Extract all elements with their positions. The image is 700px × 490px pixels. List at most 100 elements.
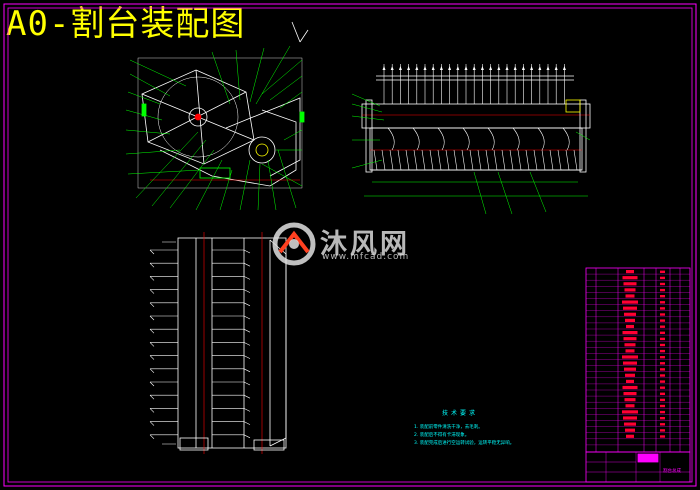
- cutter-finger: [413, 149, 418, 171]
- plan-view-tines-right: [212, 249, 251, 439]
- cutter-finger: [429, 149, 434, 171]
- parts-list-entry-mark: [622, 300, 638, 304]
- parts-list-entry-mark: [660, 386, 665, 389]
- plan-end-block: [253, 439, 285, 451]
- parts-list-entry-mark: [624, 367, 636, 371]
- reel-tine-head: [562, 66, 566, 70]
- reel-hub: [188, 107, 208, 127]
- auger-circle: [248, 136, 276, 164]
- feeder-housing: [225, 97, 301, 177]
- reel-tine-head: [497, 66, 501, 70]
- parts-list-entry-mark: [660, 429, 665, 432]
- parts-list-entry-mark: [660, 404, 665, 408]
- parts-list-entry-mark: [623, 306, 637, 310]
- reel-tine-head: [398, 66, 402, 70]
- parts-list-entry-mark: [660, 301, 665, 304]
- plan-view: [162, 232, 287, 454]
- plan-finger-hook: [243, 355, 251, 359]
- plan-finger-hook: [243, 262, 251, 267]
- cutter-finger: [549, 149, 554, 171]
- technical-requirements-title: 技术要求: [442, 410, 479, 417]
- dimension-marker: [299, 111, 305, 123]
- front-view: [361, 75, 591, 197]
- parts-list-entry-mark: [660, 362, 665, 365]
- plan-tine-hook: [149, 381, 155, 387]
- plan-tine-hook: [149, 394, 155, 400]
- cutter-finger: [557, 149, 562, 171]
- cutter-finger: [509, 149, 514, 171]
- parts-list-entry-mark: [660, 270, 665, 273]
- title-block-frame: [585, 451, 691, 483]
- plan-finger-hook: [243, 381, 251, 386]
- watermark: 沐风网 www.mfcad.com: [272, 222, 432, 266]
- auger-flight: [412, 127, 420, 151]
- cutter-finger: [541, 149, 546, 171]
- auger-flight: [487, 127, 495, 151]
- plan-tine-hook: [149, 276, 155, 281]
- parts-list: [585, 267, 691, 453]
- parts-list-entry-mark: [625, 373, 635, 377]
- auger-flight: [437, 127, 445, 151]
- parts-list-entry-mark: [626, 324, 634, 329]
- reel-tine-head: [439, 66, 443, 70]
- plan-tine-hook: [149, 328, 155, 334]
- parts-list-entry-mark: [623, 392, 637, 396]
- cutter-finger: [525, 149, 530, 171]
- parts-list-entry-mark: [660, 307, 665, 310]
- plan-finger-hook: [243, 408, 251, 412]
- reel-tine-head: [480, 66, 484, 70]
- reel-tine-head: [554, 66, 558, 70]
- parts-list-entry-mark: [660, 295, 665, 298]
- plan-finger-hook: [243, 421, 251, 425]
- side-view-leaders: [125, 45, 303, 211]
- title-corner-mark: [291, 21, 301, 43]
- cutter-finger: [397, 149, 402, 171]
- reel-tine-head: [456, 66, 460, 70]
- plan-tine-hook: [149, 262, 155, 268]
- cutter-finger: [437, 149, 442, 171]
- reel-tine-head: [382, 66, 386, 70]
- parts-list-rows: [586, 273, 690, 446]
- parts-list-entry-mark: [626, 379, 634, 383]
- side-view: [137, 57, 305, 189]
- watermark-url: www.mfcad.com: [322, 252, 410, 262]
- plan-finger-hook: [243, 302, 251, 307]
- parts-list-entry-mark: [660, 343, 665, 347]
- cutter-finger: [565, 149, 570, 171]
- plan-tine-hook: [149, 368, 155, 374]
- parts-list-entry-mark: [660, 410, 665, 414]
- auger-circle-inner: [255, 143, 269, 157]
- front-view-fingers: [373, 127, 578, 171]
- reel-tine-head: [521, 66, 525, 70]
- plan-finger-hook: [243, 315, 251, 320]
- cutter-finger: [477, 149, 482, 171]
- technical-requirement-line: 1. 装配前零件清洗干净，去毛刺。: [414, 425, 483, 430]
- reel-tine-head: [546, 66, 550, 70]
- parts-list-entry-mark: [660, 435, 665, 438]
- parts-list-entry-mark: [660, 368, 665, 371]
- gearbox: [565, 99, 581, 113]
- parts-list-entry-mark: [624, 312, 636, 316]
- parts-list-entry-mark: [660, 356, 665, 359]
- plan-finger-hook: [243, 249, 251, 254]
- plan-tine-hook: [149, 302, 155, 308]
- side-cap-left: [365, 99, 373, 173]
- parts-list-entry-mark: [625, 318, 635, 322]
- cutter-finger: [405, 149, 410, 171]
- cutter-finger: [573, 149, 578, 171]
- reel-orbit: [157, 76, 239, 158]
- plan-finger-hook: [243, 342, 251, 346]
- technical-requirement-line: 2. 装配后不得有卡滞现象。: [414, 433, 470, 438]
- reel-tine-head: [538, 66, 542, 70]
- parts-list-entry-mark: [660, 276, 665, 280]
- reel-tine-head: [431, 66, 435, 70]
- title-block: [585, 451, 691, 483]
- title-corner-mark: [299, 29, 309, 43]
- auger-flight: [562, 127, 570, 151]
- parts-list-entry-mark: [626, 434, 634, 438]
- parts-list-entry-mark: [624, 288, 636, 292]
- plan-tine-hook: [149, 315, 155, 321]
- parts-list-text-marks: [622, 270, 665, 438]
- parts-list-entry-mark: [622, 331, 638, 335]
